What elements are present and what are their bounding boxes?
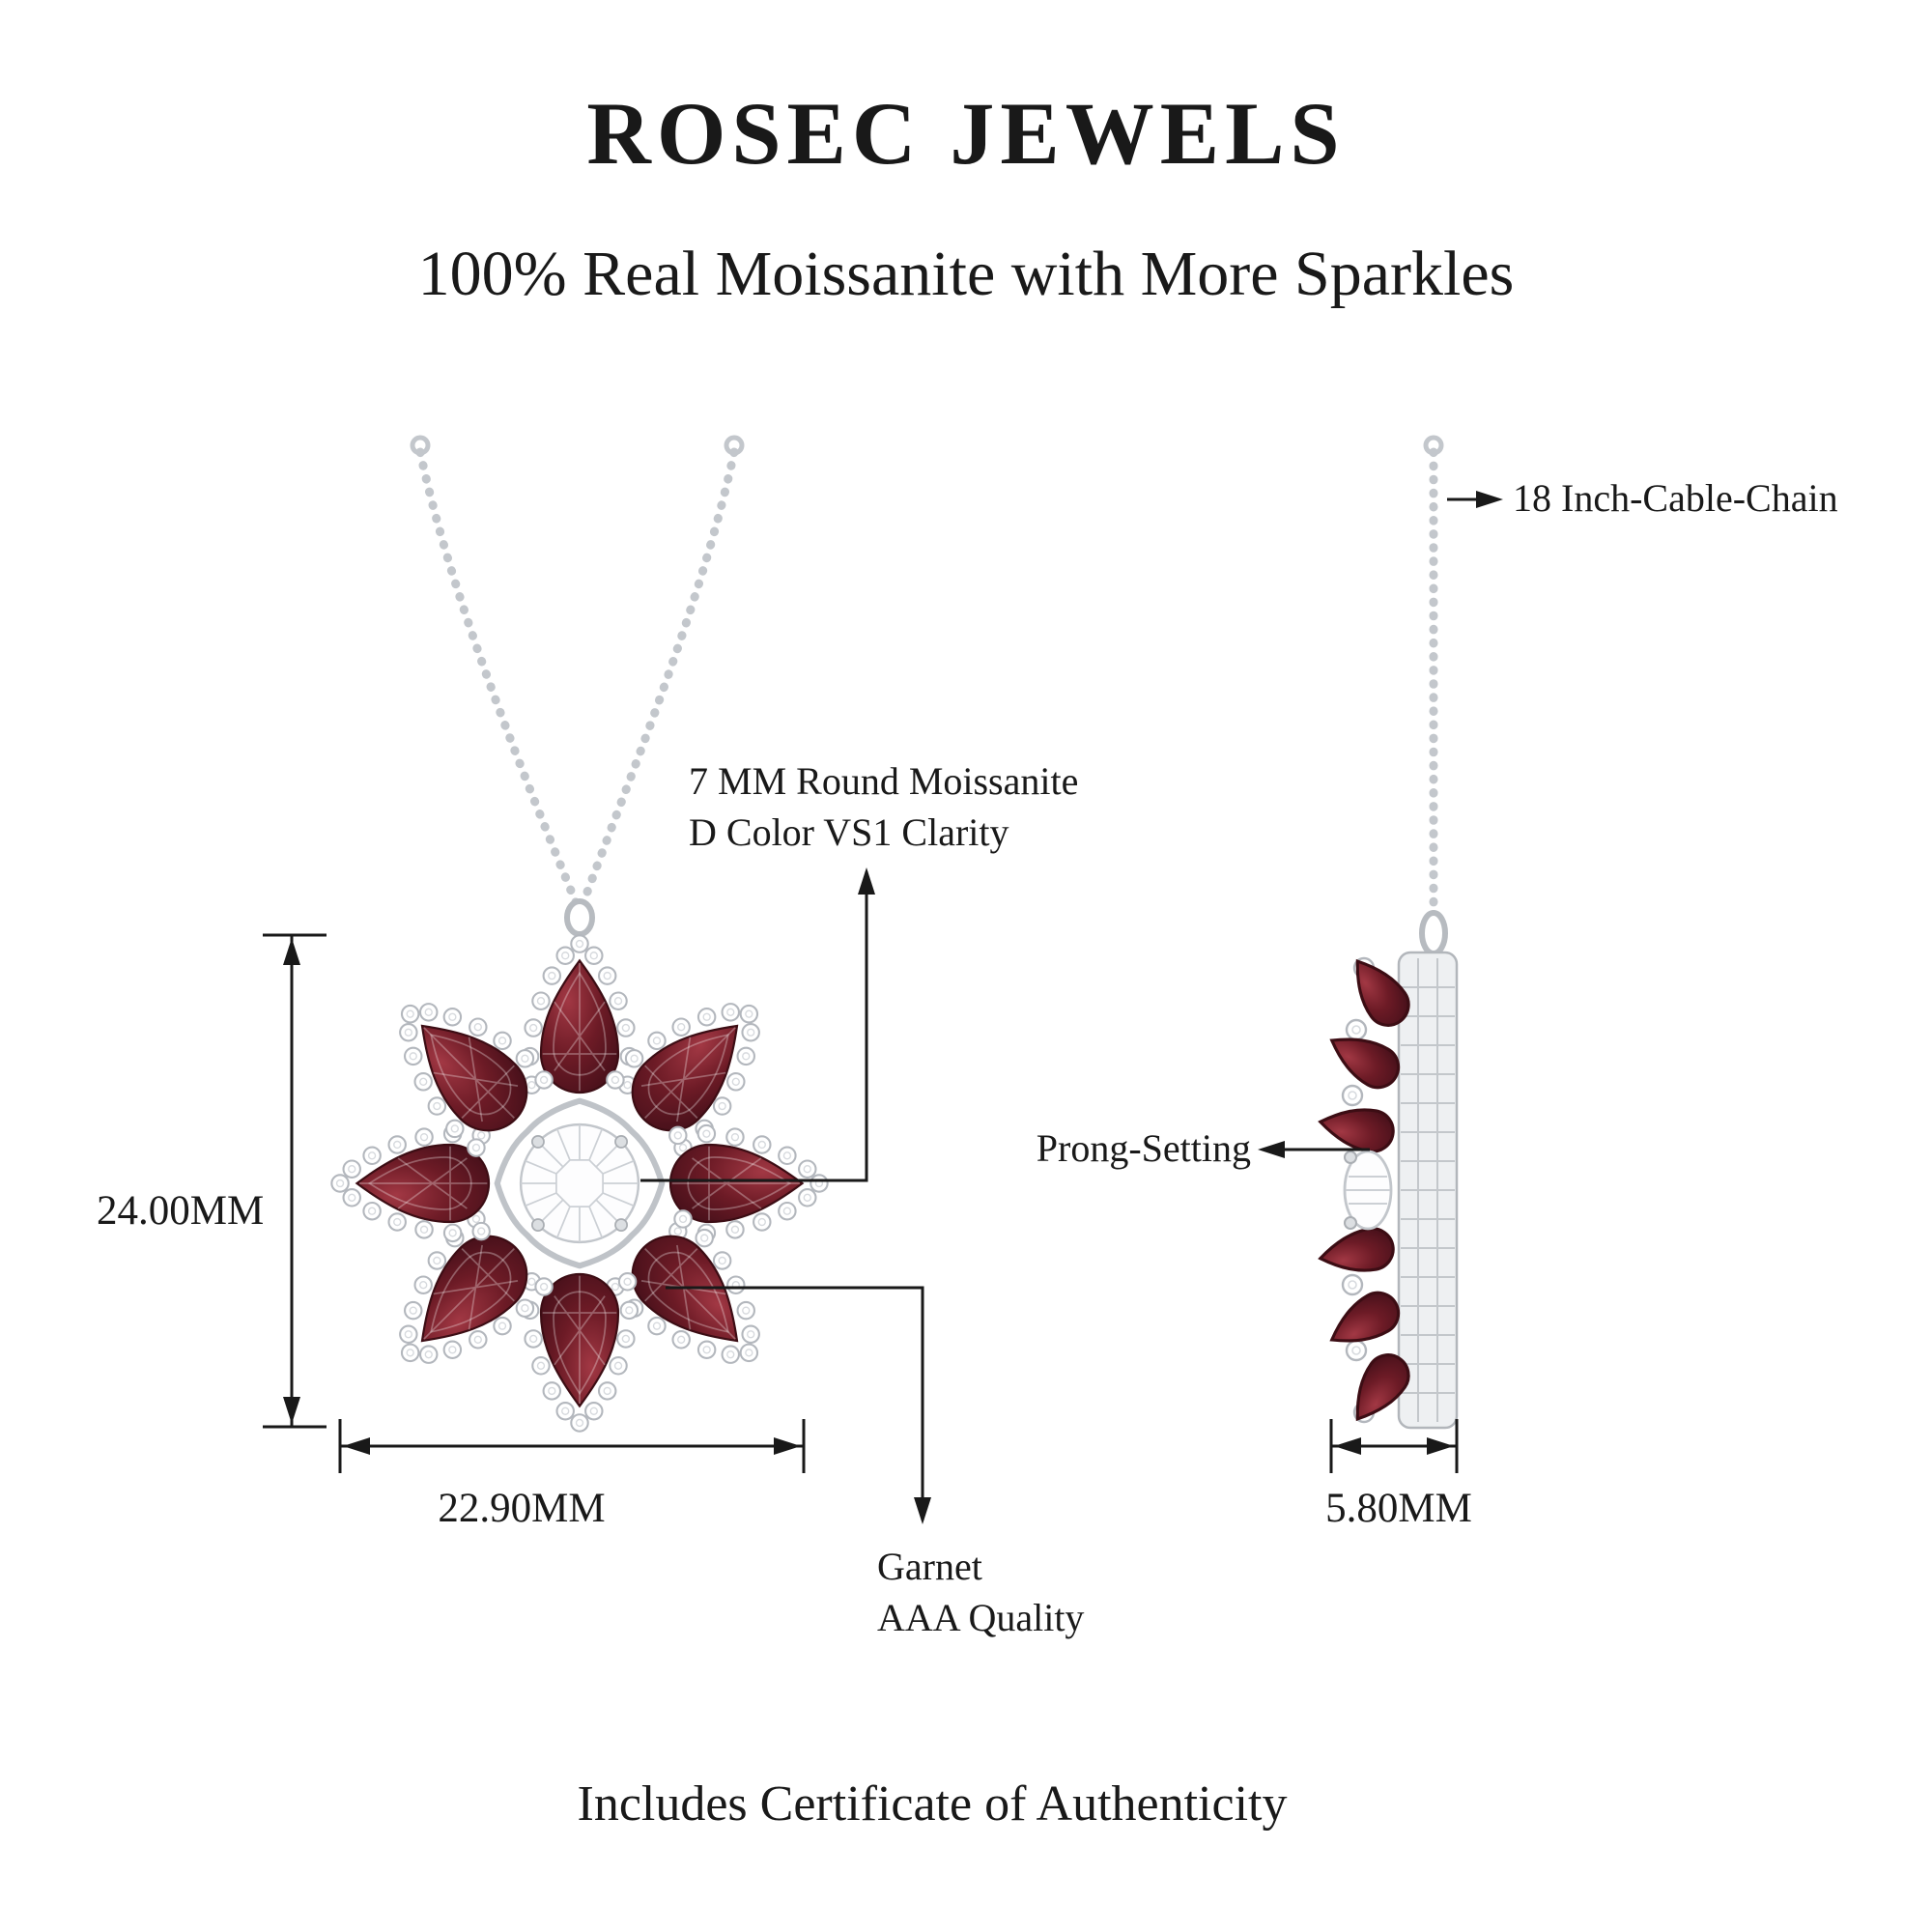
side-moissanite-stone <box>1343 1150 1393 1231</box>
width-dimension-label: 22.90MM <box>438 1486 606 1531</box>
side-chain <box>1423 435 1444 917</box>
prong-annotation: Prong-Setting <box>1036 1126 1251 1170</box>
height-dimension-line <box>263 933 327 1429</box>
moissanite-annotation-line1: 7 MM Round Moissanite <box>689 759 1079 803</box>
side-pendant <box>1315 910 1459 1433</box>
height-dimension-label: 24.00MM <box>97 1188 265 1234</box>
garnet-annotation-line1: Garnet <box>877 1545 982 1588</box>
tagline: 100% Real Moissanite with More Sparkles <box>417 239 1515 309</box>
front-bail <box>564 898 595 937</box>
garnet-annotation-line2: AAA Quality <box>877 1595 1085 1639</box>
prong <box>614 1218 629 1233</box>
chain-annotation: 18 Inch-Cable-Chain <box>1513 476 1838 520</box>
side-bail <box>1419 910 1448 956</box>
garnet-callout-arrow <box>666 1286 931 1524</box>
prong-callout-arrow <box>1258 1141 1370 1158</box>
moissanite-annotation: 7 MM Round Moissanite D Color VS1 Clarit… <box>689 756 1078 859</box>
front-chain <box>410 435 745 937</box>
prong <box>1344 1216 1357 1230</box>
prong <box>614 1134 629 1149</box>
width-dimension-line <box>338 1419 806 1473</box>
front-pendant <box>331 935 827 1431</box>
chain-callout-arrow <box>1447 491 1503 508</box>
prong <box>530 1218 545 1233</box>
garnet-annotation: Garnet AAA Quality <box>877 1542 1084 1644</box>
depth-dimension-line <box>1329 1419 1459 1473</box>
prong <box>1344 1151 1357 1164</box>
center-moissanite-stone <box>519 1122 640 1244</box>
brand-title: ROSEC JEWELS <box>586 84 1346 183</box>
prong <box>530 1134 545 1149</box>
moissanite-annotation-line2: D Color VS1 Clarity <box>689 810 1009 854</box>
certificate-note: Includes Certificate of Authenticity <box>577 1776 1288 1832</box>
depth-dimension-label: 5.80MM <box>1325 1486 1472 1531</box>
moissanite-callout-arrow <box>640 867 875 1182</box>
